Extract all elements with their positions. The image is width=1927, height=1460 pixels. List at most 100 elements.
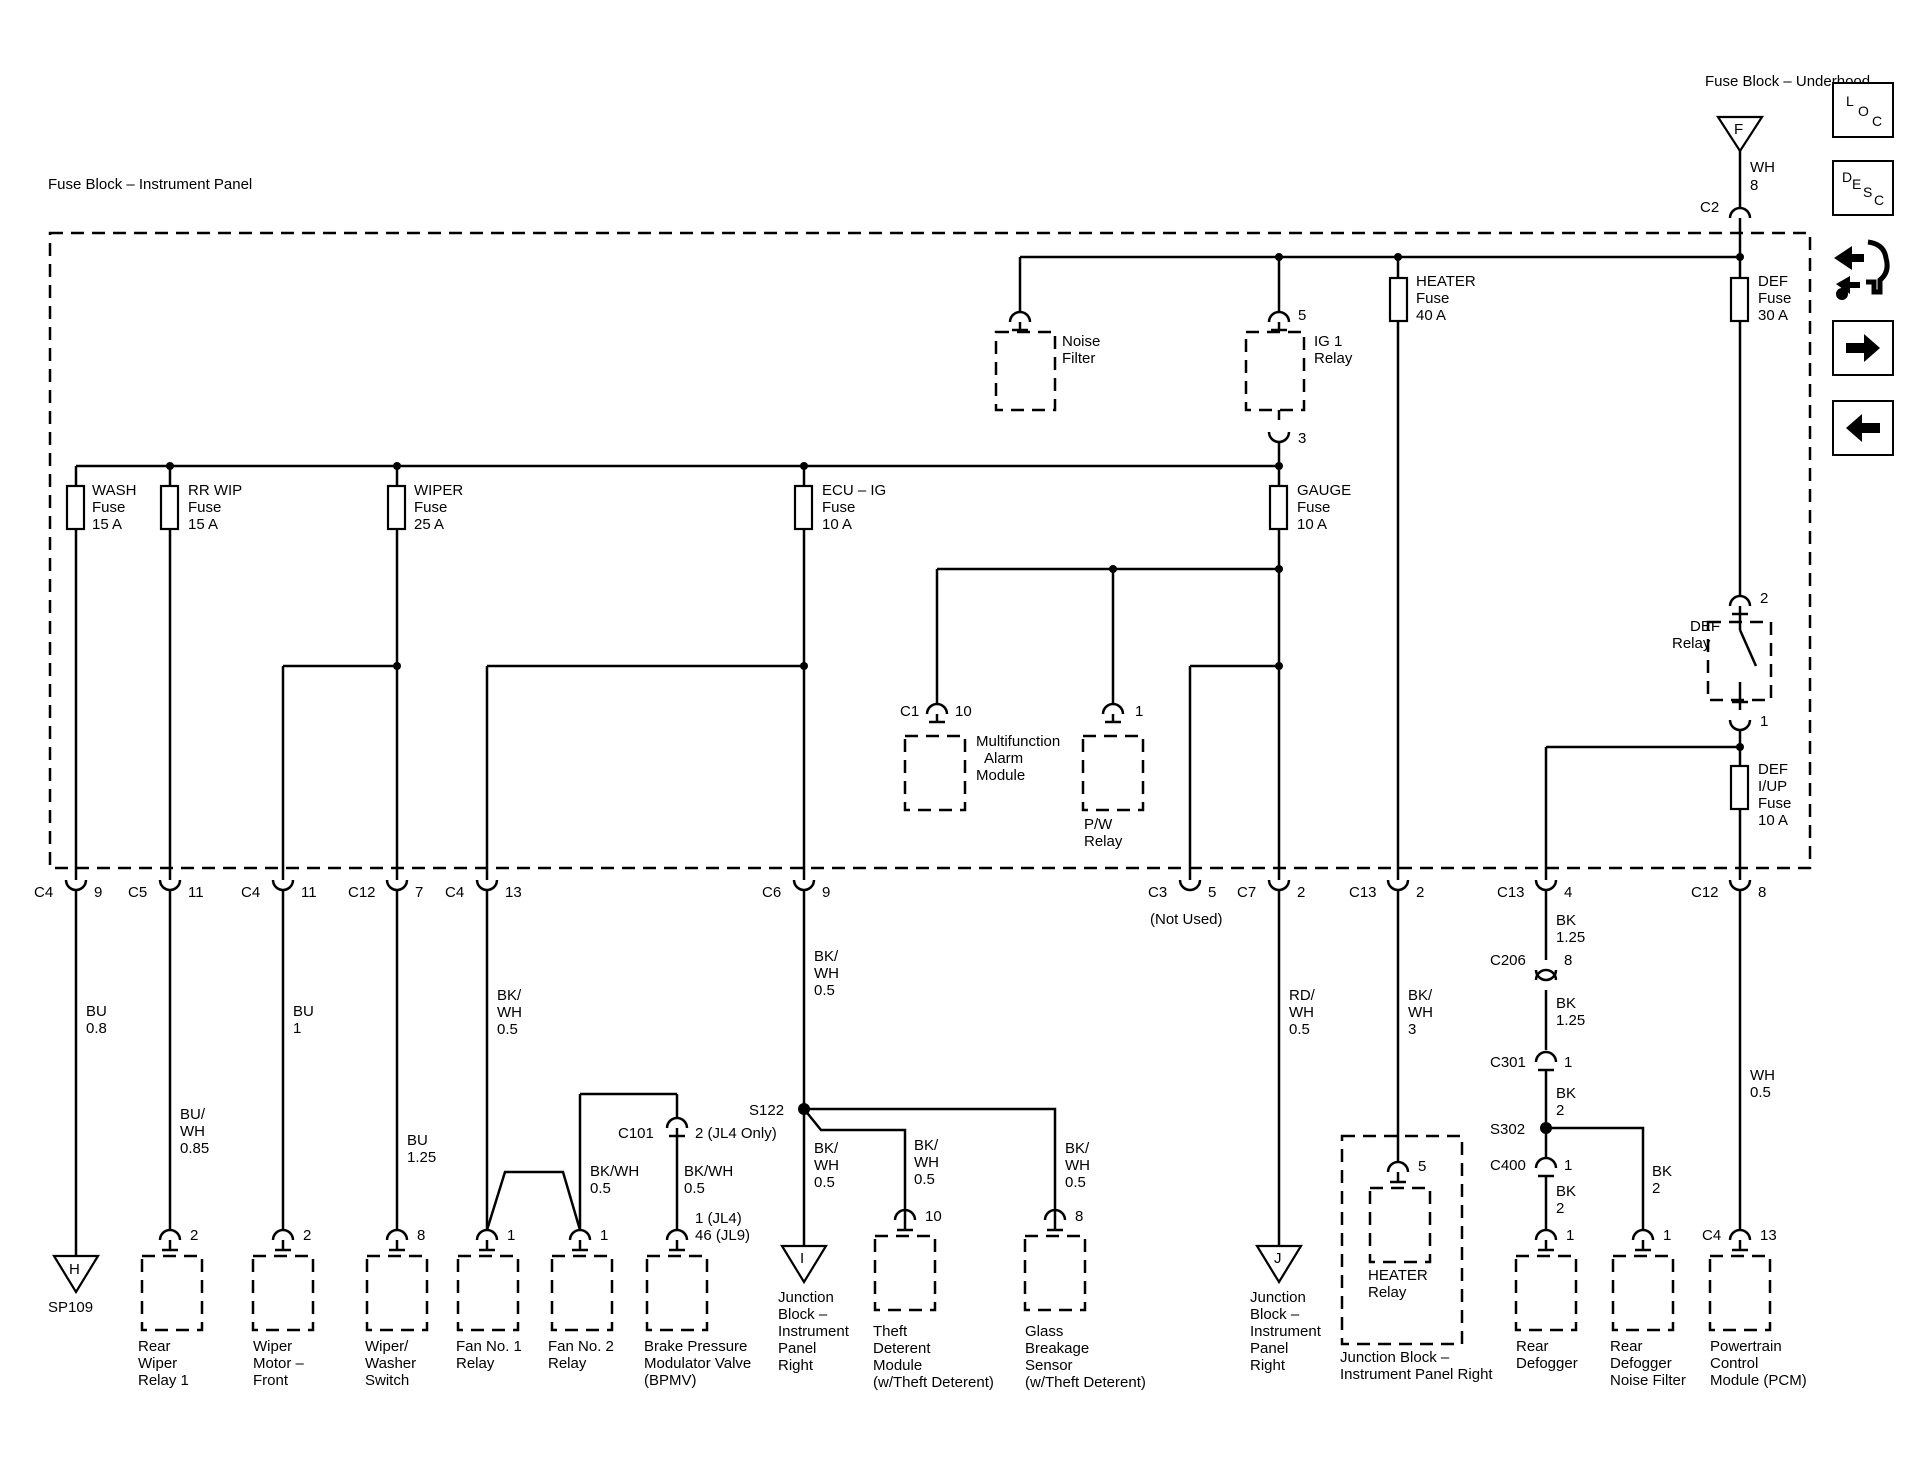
desc-button[interactable]: D E S C	[1832, 160, 1894, 216]
svg-text:BK/WH0.5: BK/WH0.5	[1065, 1140, 1090, 1191]
svg-text:1: 1	[507, 1227, 515, 1244]
svg-text:1: 1	[600, 1227, 608, 1244]
svg-text:9: 9	[822, 884, 830, 901]
svg-text:8: 8	[1075, 1208, 1083, 1225]
ecu-ig-fuse	[793, 484, 814, 531]
svg-text:C206: C206	[1490, 952, 1526, 969]
svg-text:5: 5	[1208, 884, 1216, 901]
svg-text:BK/WH0.5: BK/WH0.5	[590, 1163, 639, 1197]
svg-text:1: 1	[1135, 703, 1143, 720]
svg-text:1: 1	[1564, 1054, 1572, 1071]
svg-text:C301: C301	[1490, 1054, 1526, 1071]
underhood-label: Fuse Block – Underhood	[1705, 73, 1870, 90]
svg-text:BU1: BU1	[293, 1003, 314, 1037]
svg-text:BK2: BK2	[1556, 1085, 1576, 1119]
junction-block-box	[1340, 1134, 1464, 1346]
svg-text:C7: C7	[1237, 884, 1256, 901]
svg-text:1 (JL4)46 (JL9): 1 (JL4)46 (JL9)	[695, 1210, 750, 1244]
svg-text:8: 8	[1564, 952, 1572, 969]
schematic-nav-icon[interactable]	[1830, 236, 1896, 306]
svg-text:BU/WH0.85: BU/WH0.85	[180, 1106, 209, 1157]
svg-text:11: 11	[301, 884, 317, 901]
svg-text:7: 7	[415, 884, 423, 901]
svg-text:10: 10	[925, 1208, 942, 1225]
svg-text:BK2: BK2	[1652, 1163, 1672, 1197]
svg-text:5: 5	[1298, 307, 1306, 324]
svg-text:10: 10	[955, 703, 972, 720]
svg-text:8: 8	[417, 1227, 425, 1244]
connector-f-letter: F	[1734, 121, 1743, 138]
svg-text:E: E	[1852, 176, 1861, 192]
loc-button[interactable]: L O C	[1832, 82, 1894, 138]
gauge-fuse	[1268, 484, 1289, 531]
svg-text:S122: S122	[749, 1102, 784, 1119]
svg-text:2: 2	[1416, 884, 1424, 901]
svg-text:BK2: BK2	[1556, 1183, 1576, 1217]
svg-text:1: 1	[1566, 1227, 1574, 1244]
connector-c2-symbol	[1728, 206, 1752, 219]
svg-text:H: H	[69, 1261, 80, 1278]
connector-f-triangle	[1715, 115, 1765, 154]
not-used-label: (Not Used)	[1150, 911, 1223, 928]
arrow-right-icon	[1846, 334, 1880, 362]
def-fuse	[1729, 276, 1750, 323]
svg-text:C1: C1	[900, 703, 919, 720]
svg-text:C: C	[1872, 113, 1882, 129]
connector-c2: C2	[1700, 199, 1719, 216]
svg-text:C101: C101	[618, 1125, 654, 1142]
svg-text:13: 13	[1760, 1227, 1777, 1244]
svg-text:I: I	[800, 1250, 804, 1267]
svg-text:J: J	[1274, 1250, 1282, 1267]
svg-text:1: 1	[1564, 1157, 1572, 1174]
svg-text:4: 4	[1564, 884, 1572, 901]
wire-color-wh: WH	[1750, 159, 1775, 176]
svg-text:1: 1	[1663, 1227, 1671, 1244]
svg-text:BK/WH3: BK/WH3	[1408, 987, 1433, 1038]
previous-page-button[interactable]	[1832, 400, 1894, 456]
heater-fuse	[1388, 276, 1409, 323]
svg-text:RD/WH0.5: RD/WH0.5	[1289, 987, 1316, 1038]
svg-text:C3: C3	[1148, 884, 1167, 901]
svg-text:BK/WH0.5: BK/WH0.5	[914, 1137, 939, 1188]
svg-text:C12: C12	[1691, 884, 1719, 901]
svg-text:S: S	[1863, 184, 1872, 200]
svg-text:2: 2	[190, 1227, 198, 1244]
svg-text:BK1.25: BK1.25	[1556, 995, 1585, 1029]
svg-text:C: C	[1874, 192, 1884, 208]
next-page-button[interactable]	[1832, 320, 1894, 376]
svg-text:WH0.5: WH0.5	[1750, 1067, 1775, 1101]
def-iup-fuse	[1729, 764, 1750, 811]
fuse-block-title: Fuse Block – Instrument Panel	[48, 176, 252, 193]
svg-text:2: 2	[303, 1227, 311, 1244]
